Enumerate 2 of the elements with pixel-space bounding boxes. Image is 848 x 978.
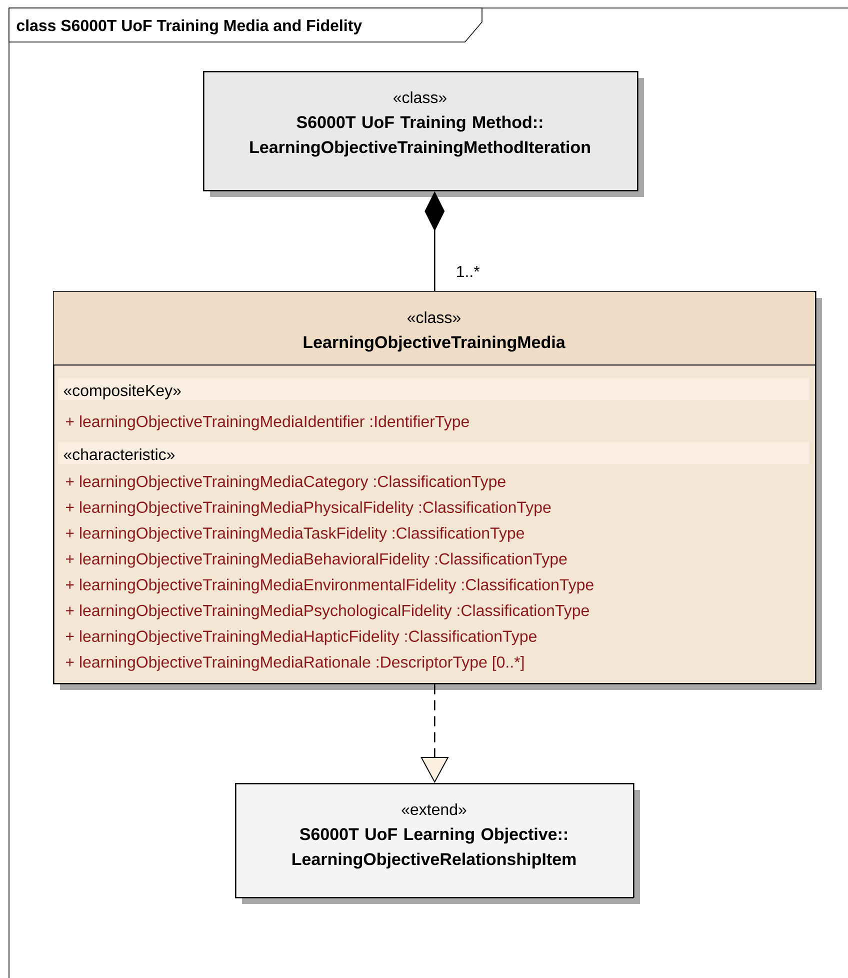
title-tab: class S6000T UoF Training Media and Fidelity [8, 8, 482, 42]
multiplicity-label: 1..* [454, 265, 481, 278]
